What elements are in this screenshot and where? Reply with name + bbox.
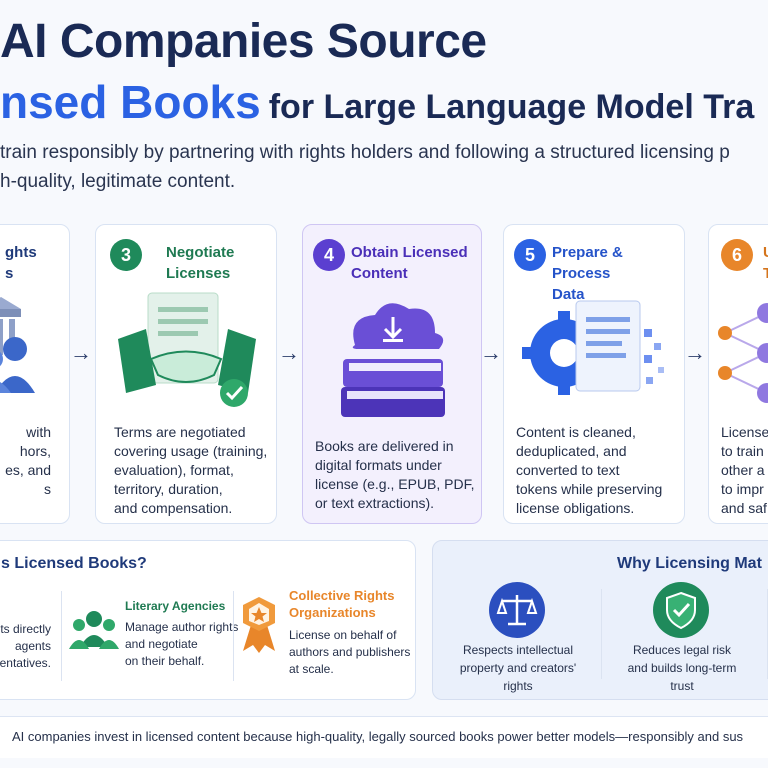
neural-network-icon [718,303,768,403]
shield-check-icon [653,582,709,638]
step-number-badge: 6 [721,239,753,271]
arrow-right-icon: → [278,340,300,365]
step-number-badge: 3 [110,239,142,271]
title-rest: for Large Language Model Tra [268,88,755,126]
why-heading: Why Licensing Mat [617,555,762,572]
arrow-right-icon: → [70,340,92,365]
literary-agencies-title: Literary Agencies [125,599,226,613]
arrow-right-icon: → [684,340,706,365]
divider [601,589,602,679]
scales-icon [489,582,545,638]
step-number-badge: 4 [313,239,345,271]
subtitle: train responsibly by partnering with rig… [0,138,768,196]
title-line-1: AI Companies Source [0,15,487,68]
subtitle-line-2: h-quality, legitimate content. [0,171,236,192]
handshake-icon [118,292,256,407]
divider [233,591,234,681]
gear-document-icon [522,300,664,395]
step-number-badge: 5 [514,239,546,271]
title-accent: nsed Books [0,76,261,128]
award-badge-icon [243,597,275,653]
rights-holders-icon [0,297,35,393]
people-group-icon [69,611,119,649]
subtitle-line-1: train responsibly by partnering with rig… [0,142,730,163]
divider [61,591,62,681]
footer-text: AI companies invest in licensed content … [12,729,744,744]
arrow-right-icon: → [480,340,502,365]
sources-heading: s Licensed Books? [1,555,147,572]
cloud-books-icon [341,303,445,417]
step-title: UT [763,244,768,282]
footer-banner: AI companies invest in licensed content … [0,716,768,758]
